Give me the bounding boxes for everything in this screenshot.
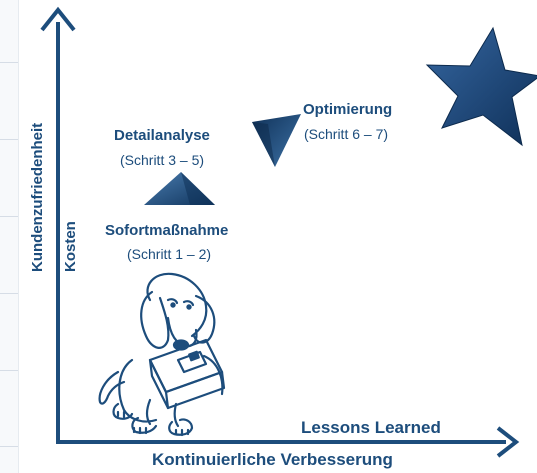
triangle-down-icon: [252, 114, 301, 167]
x-axis-label-lessons: Lessons Learned: [301, 418, 441, 437]
strip-divider: [0, 139, 18, 140]
basset-hound-illustration: [98, 272, 226, 437]
left-page-strip: [0, 0, 19, 473]
stage-subtitle-detailanalyse: (Schritt 3 – 5): [120, 152, 205, 168]
y-axis-label-satisfaction: Kundenzufriedenheit: [29, 122, 46, 272]
strip-divider: [0, 370, 18, 371]
strip-divider: [0, 293, 18, 294]
y-axis-label-cost: Kosten: [62, 221, 79, 272]
triangle-up-icon: [144, 172, 215, 205]
strip-divider: [0, 446, 18, 447]
x-axis-label-improvement: Kontinuierliche Verbesserung: [152, 450, 393, 469]
strip-divider: [0, 216, 18, 217]
stage-subtitle-optimierung: (Schritt 6 – 7): [304, 126, 389, 142]
stage-title-sofortmassnahme: Sofortmaßnahme: [105, 222, 229, 239]
x-axis: [56, 426, 520, 458]
strip-divider: [0, 62, 18, 63]
stage-title-optimierung: Optimierung: [303, 101, 393, 118]
stage-title-detailanalyse: Detailanalyse: [114, 127, 210, 144]
y-axis: [40, 6, 76, 444]
stage-subtitle-sofortmassnahme: (Schritt 1 – 2): [127, 246, 212, 262]
star-icon: [425, 26, 537, 147]
